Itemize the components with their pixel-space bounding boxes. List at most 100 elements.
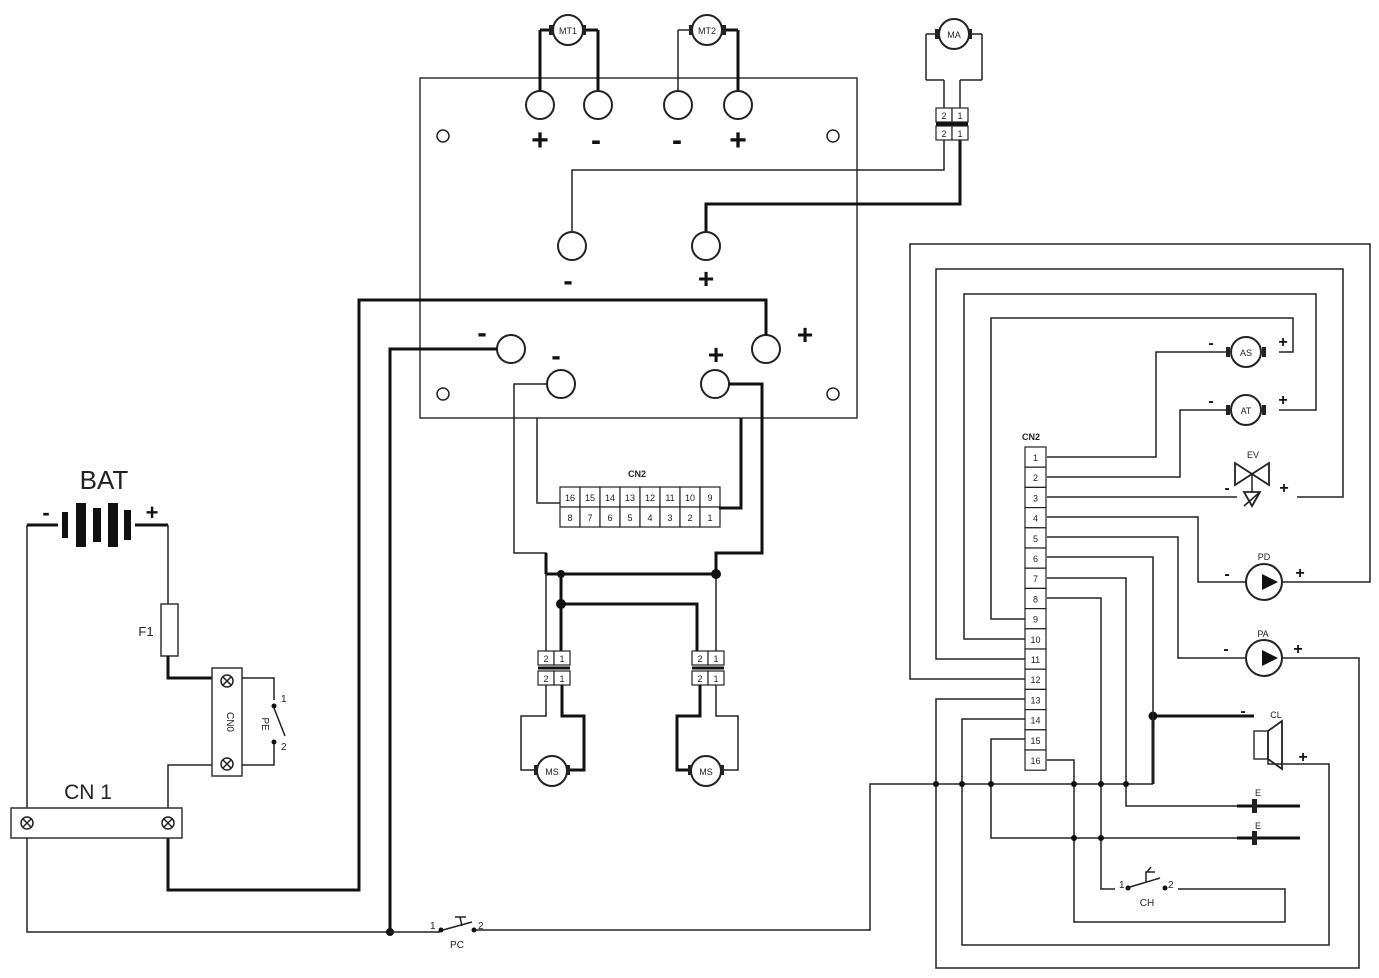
cn2-top-pin-label: 16	[565, 493, 575, 503]
ms-right-label: MS	[699, 767, 713, 777]
cn2-top-pin-label: 8	[567, 513, 572, 523]
terminal-ms-minus	[546, 369, 576, 399]
svg-text:2: 2	[281, 742, 287, 753]
connector-cn1: CN 1	[10, 781, 183, 839]
switch-pe: 1 2 PE	[242, 677, 287, 766]
cn2-top-pin-label: 9	[707, 493, 712, 503]
terminal-ma-plus	[691, 231, 721, 261]
svg-text:+: +	[1298, 749, 1307, 766]
cn2-right-pin-label: 3	[1033, 493, 1038, 503]
connector-ms-left: 2 1 2 1	[537, 650, 571, 686]
svg-text:-: -	[1240, 703, 1245, 720]
svg-text:-: -	[42, 500, 49, 525]
motor-as: AS - +	[1047, 334, 1288, 458]
svg-text:2: 2	[543, 654, 548, 664]
cn2-top-pin-label: 1	[707, 513, 712, 523]
svg-text:CN2: CN2	[628, 469, 646, 479]
svg-text:+: +	[1293, 641, 1302, 658]
svg-text:2: 2	[1168, 880, 1174, 891]
svg-text:PD: PD	[1258, 552, 1271, 562]
valve-ev: EV - +	[1047, 450, 1289, 508]
svg-text:-: -	[591, 124, 601, 157]
mt2-label: MT2	[698, 26, 716, 36]
cn2-right-pin-label: 5	[1033, 534, 1038, 544]
svg-text:-: -	[563, 265, 572, 296]
svg-text:CN 1: CN 1	[64, 781, 112, 804]
svg-text:2: 2	[478, 921, 484, 932]
svg-text:+: +	[1295, 565, 1304, 582]
svg-text:CL: CL	[1270, 710, 1282, 720]
cn2-top-pin-label: 2	[687, 513, 692, 523]
cn2-top-pin-label: 11	[665, 493, 674, 503]
svg-text:2: 2	[543, 674, 548, 684]
cn2-top-pin-label: 6	[607, 513, 612, 523]
ms-left-label: MS	[545, 767, 559, 777]
svg-text:+: +	[698, 263, 714, 294]
svg-text:-: -	[551, 340, 560, 371]
switch-ch: 1 2 CH	[1119, 866, 1174, 909]
cn2-top-pin-label: 15	[585, 493, 595, 503]
controller-board	[419, 77, 858, 419]
svg-text:1: 1	[281, 694, 287, 705]
svg-text:-: -	[672, 124, 682, 157]
pump-pd: PD - +	[1047, 516, 1305, 601]
fuse-f1: F1	[138, 603, 179, 657]
cn2-top-pin-label: 3	[667, 513, 672, 523]
svg-text:CN0: CN0	[224, 712, 235, 732]
svg-text:+: +	[729, 124, 747, 157]
cn2-right-pin-cell	[1024, 749, 1047, 771]
svg-text:-: -	[1208, 335, 1213, 352]
cn2-top-pin-label: 10	[685, 493, 695, 503]
cn2-right-pin-label: 15	[1030, 736, 1040, 746]
svg-text:CH: CH	[1140, 898, 1154, 909]
svg-text:2: 2	[697, 674, 702, 684]
cn2-top-pin-label: 7	[587, 513, 592, 523]
cn2-top-pin-label: 13	[625, 493, 635, 503]
svg-text:EV: EV	[1247, 450, 1259, 460]
mt1-label: MT1	[559, 26, 577, 36]
motor-ma: MA	[925, 18, 983, 108]
svg-text:-: -	[477, 317, 486, 348]
svg-text:2: 2	[941, 129, 946, 139]
svg-text:-: -	[1223, 641, 1228, 658]
svg-text:+: +	[146, 500, 159, 525]
connector-ma: 2 1 2 1	[935, 107, 969, 141]
pump-pa: PA - +	[935, 536, 1360, 969]
svg-text:+: +	[531, 124, 549, 157]
cn2-right-pin-label: 10	[1030, 635, 1040, 645]
svg-text:1: 1	[957, 129, 962, 139]
motor-mt1: MT1	[538, 14, 600, 92]
svg-text:PC: PC	[450, 940, 464, 951]
svg-text:CN2: CN2	[1022, 432, 1040, 442]
svg-text:E: E	[1255, 821, 1261, 831]
svg-text:+: +	[797, 319, 813, 350]
cn2-right-pin-label: 16	[1030, 756, 1040, 766]
cn2-right-pin-label: 14	[1030, 716, 1040, 726]
svg-text:+: +	[1278, 392, 1287, 409]
battery: BAT - +	[27, 465, 168, 547]
terminal-bat-minus	[496, 334, 526, 364]
terminal-mt1-minus	[583, 90, 613, 120]
mounting-hole	[436, 129, 450, 143]
svg-text:1: 1	[713, 654, 718, 664]
svg-text:F1: F1	[138, 624, 153, 639]
connector-ms-right: 2 1 2 1	[691, 650, 725, 686]
cn2-right-pin-label: 13	[1030, 695, 1040, 705]
cn2-right-pin-label: 4	[1033, 514, 1038, 524]
electrode-e1: E	[1237, 788, 1300, 813]
connector-cn0: CN0	[211, 667, 243, 777]
terminal-bat-plus	[751, 334, 781, 364]
cn2-right-pin-label: 9	[1033, 615, 1038, 625]
ma-label: MA	[947, 30, 961, 40]
svg-text:-: -	[1224, 566, 1229, 583]
cn2-right-pin-label: 12	[1030, 675, 1040, 685]
svg-text:1: 1	[957, 111, 962, 121]
terminal-mt2-minus	[663, 90, 693, 120]
cn2-right-pin-label: 8	[1033, 594, 1038, 604]
motor-mt2: MT2	[677, 14, 740, 92]
svg-text:1: 1	[1119, 880, 1125, 891]
svg-text:PA: PA	[1257, 629, 1268, 639]
svg-text:BAT: BAT	[80, 465, 129, 495]
